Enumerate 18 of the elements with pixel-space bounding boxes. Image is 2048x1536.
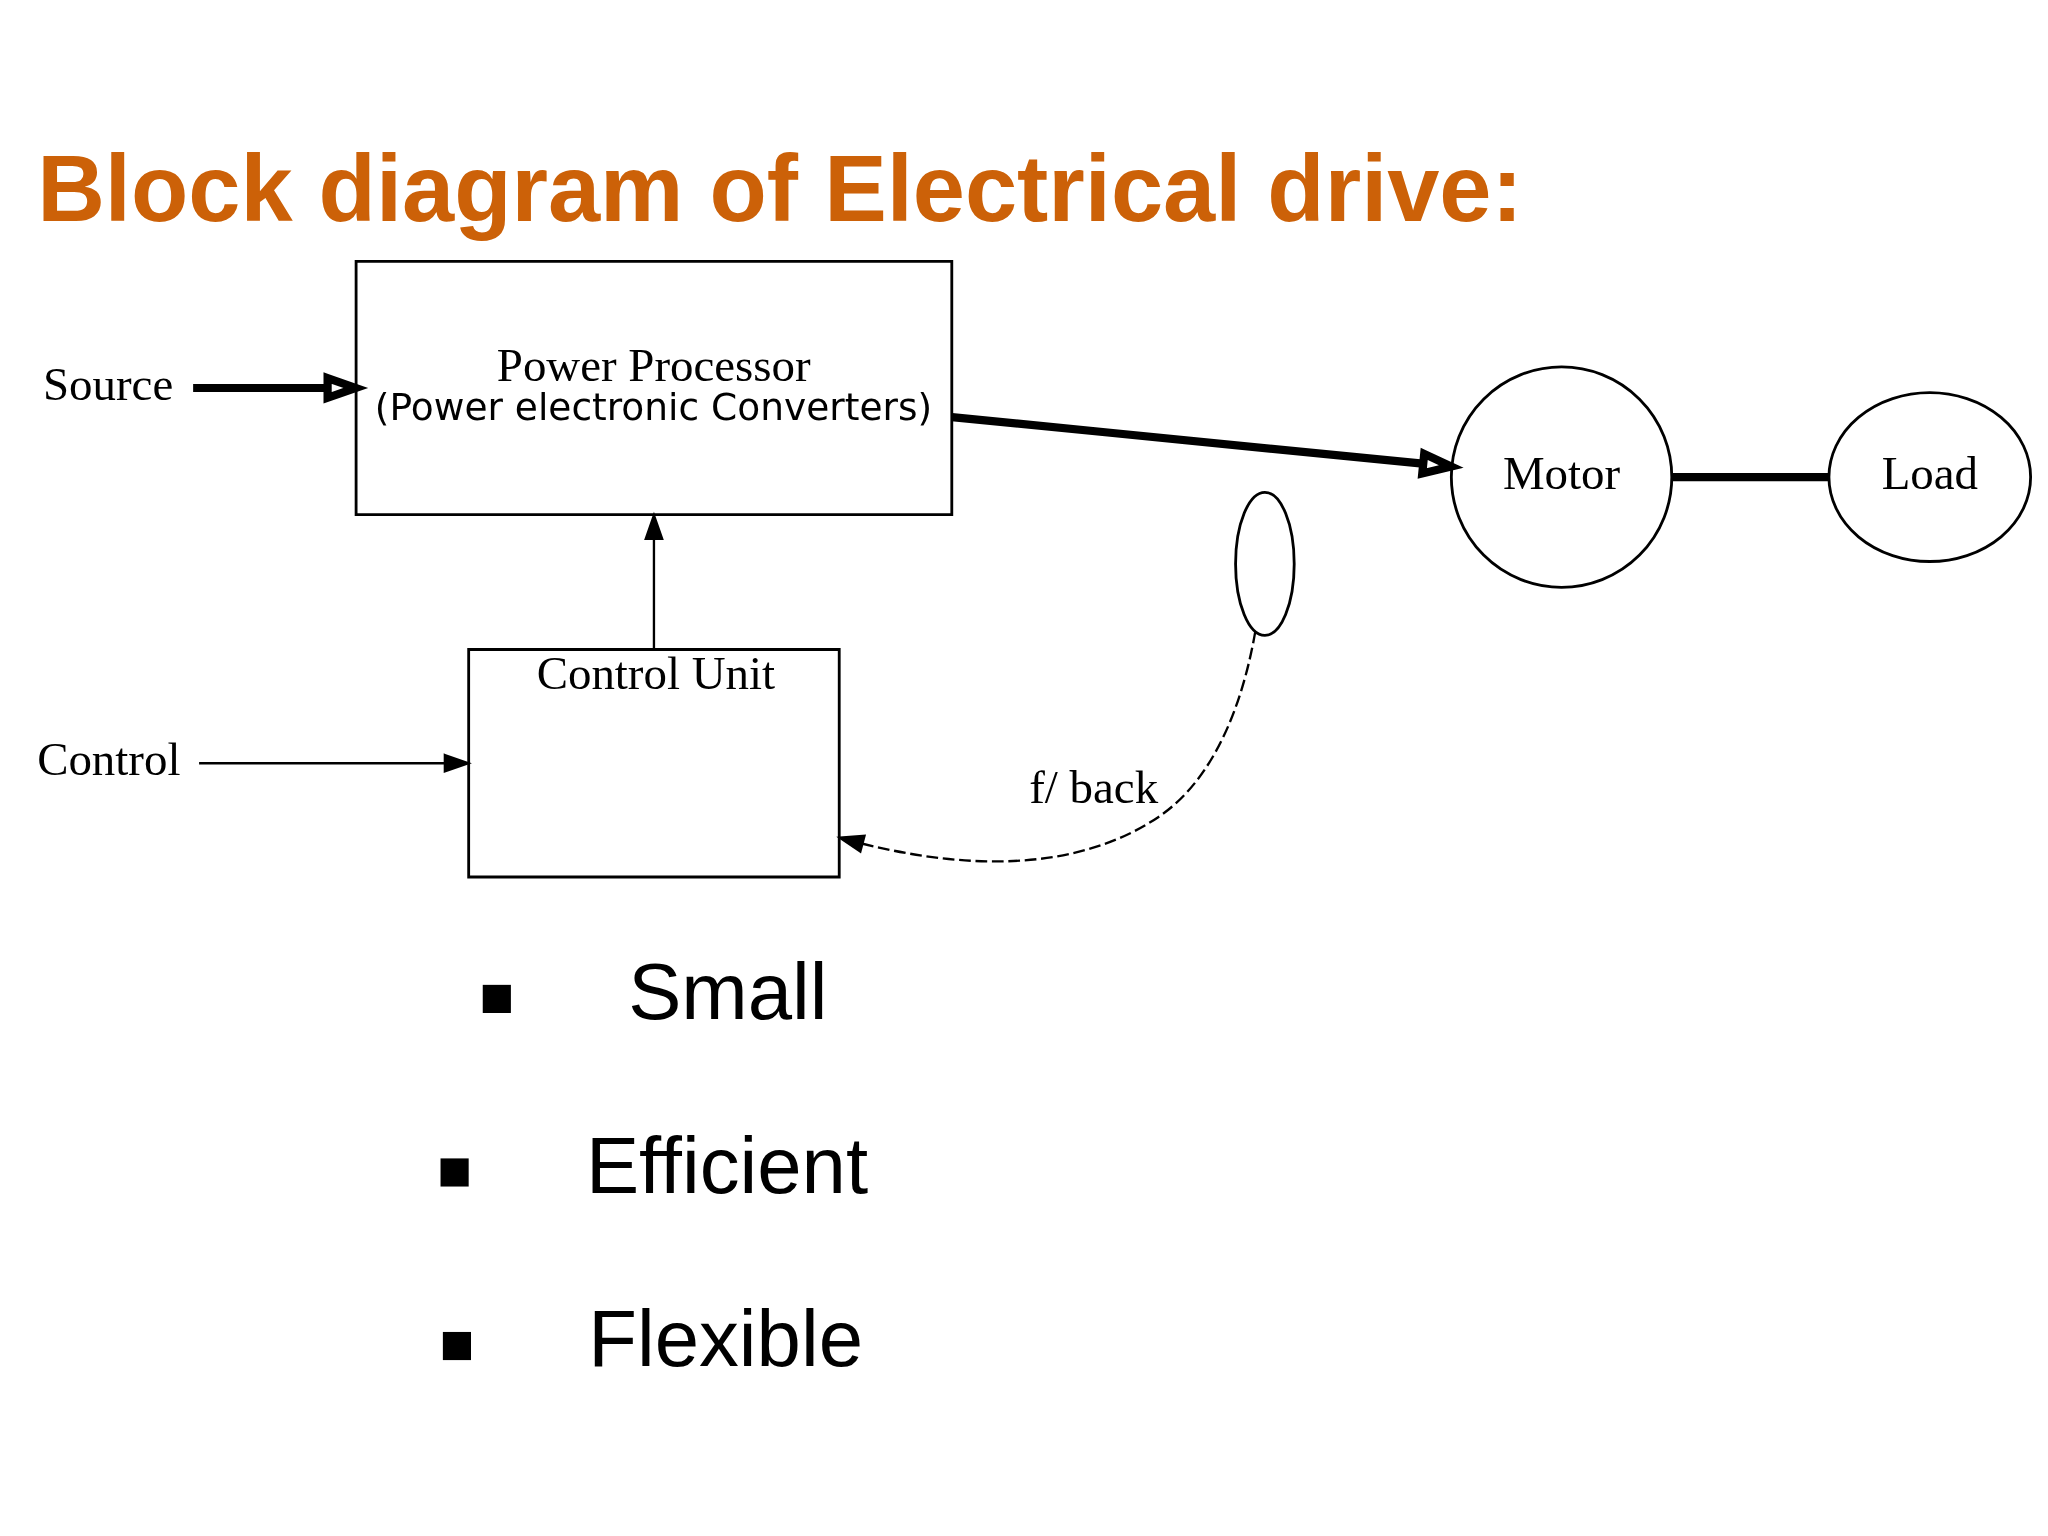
arrow: [835, 631, 1256, 862]
label: Flexible: [587, 1293, 863, 1383]
node-box: Control Unit: [466, 647, 841, 878]
node-circle: Motor: [1449, 364, 1673, 589]
node-ellipse: Load: [1827, 390, 2032, 563]
node-text: Source: [42, 357, 173, 410]
arrow: [951, 412, 1464, 479]
node-text: Control: [36, 732, 180, 785]
edge-label: f/ back: [1028, 760, 1158, 813]
diagram-title: Block diagram of Electrical drive:: [36, 135, 1523, 241]
arrow: [192, 371, 368, 404]
label: Small: [627, 946, 827, 1036]
label: Efficient: [585, 1120, 868, 1210]
node-box: Power Processor (Power electronic Converters): [354, 259, 953, 516]
arrow: [643, 511, 664, 649]
node-ellipse: [1233, 490, 1296, 637]
arrow: [198, 752, 472, 773]
connector: [1671, 472, 1828, 481]
